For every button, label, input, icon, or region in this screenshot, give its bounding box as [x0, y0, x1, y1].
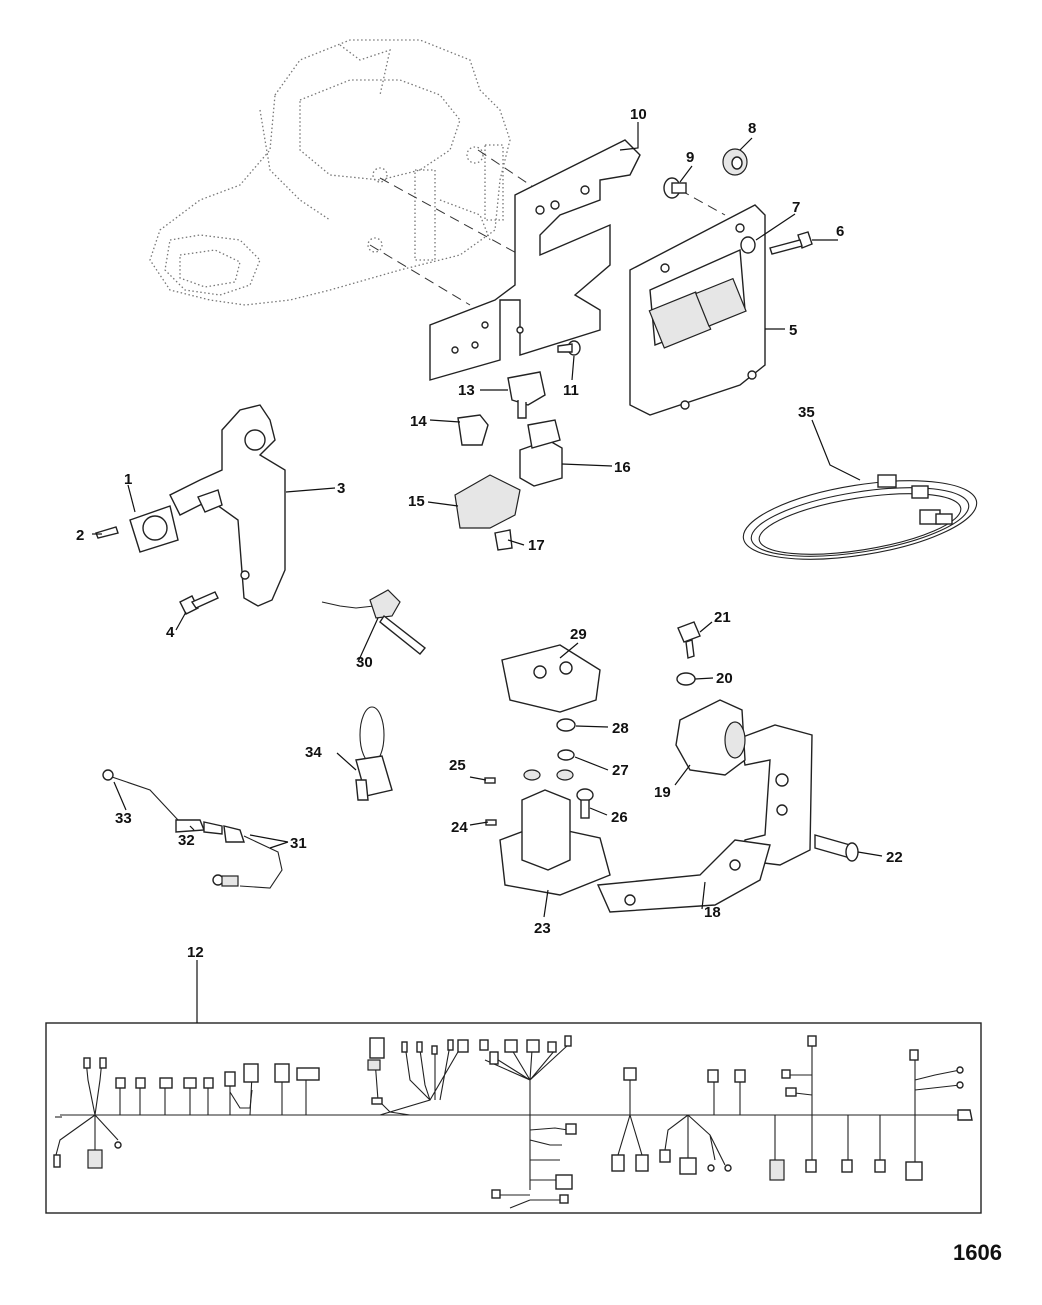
callout-9: 9 [686, 149, 694, 166]
cap-29 [501, 644, 601, 713]
solenoid-base-23 [499, 769, 611, 896]
callout-15: 15 [408, 493, 425, 510]
callout-22: 22 [886, 849, 903, 866]
callout-27: 27 [612, 762, 629, 779]
sensor-30 [321, 589, 427, 655]
callout-32: 32 [178, 832, 195, 849]
callout-26: 26 [611, 809, 628, 826]
engine-block-outline [149, 39, 511, 306]
callout-28: 28 [612, 720, 629, 737]
screw-2 [95, 526, 119, 539]
callout-16: 16 [614, 459, 631, 476]
spacer-9 [663, 177, 687, 199]
figure-number: 1606 [953, 1240, 1002, 1265]
callout-30: 30 [356, 654, 373, 671]
ecm-module [629, 204, 766, 416]
bolt-22 [814, 834, 859, 862]
callout-7: 7 [792, 199, 800, 216]
callout-2: 2 [76, 527, 84, 544]
washer-27 [557, 749, 575, 761]
callout-35: 35 [798, 404, 815, 421]
callout-29: 29 [570, 626, 587, 643]
callout-10: 10 [630, 106, 647, 123]
callout-19: 19 [654, 784, 671, 801]
callout-17: 17 [528, 537, 545, 554]
callout-8: 8 [748, 120, 756, 137]
nut-21 [677, 621, 701, 659]
callout-24: 24 [451, 819, 468, 836]
callout-12: 12 [187, 944, 204, 961]
wire-31 [212, 825, 283, 889]
harness-coil-35 [742, 474, 978, 560]
callout-5: 5 [789, 322, 797, 339]
relay-16 [519, 419, 563, 487]
callout-labels: 10 9 8 7 6 5 11 13 14 35 16 3 1 15 2 17 … [76, 106, 903, 961]
callout-13: 13 [458, 382, 475, 399]
screw-11 [557, 340, 581, 356]
callout-23: 23 [534, 920, 551, 937]
callout-14: 14 [410, 413, 427, 430]
jumper-loop-34 [355, 706, 393, 801]
mounting-bracket [429, 139, 641, 381]
washer-7 [740, 236, 756, 254]
callout-20: 20 [716, 670, 733, 687]
callout-6: 6 [836, 223, 844, 240]
callout-21: 21 [714, 609, 731, 626]
wiring-harness-12 [45, 1022, 982, 1214]
pin-25 [484, 777, 496, 784]
callout-4: 4 [166, 624, 175, 641]
callout-33: 33 [115, 810, 132, 827]
fuse-17 [494, 529, 513, 551]
small-fasteners-upper [557, 148, 813, 356]
callout-11: 11 [563, 382, 579, 399]
solenoid-assembly [484, 621, 859, 913]
clamp-1 [129, 505, 179, 553]
callout-31: 31 [290, 835, 307, 852]
fuse-cover-15 [454, 474, 521, 529]
washer-20 [676, 672, 696, 686]
bolt-6 [769, 231, 813, 255]
fuse-14 [457, 414, 489, 446]
grommet-8 [722, 148, 748, 176]
relay-fuse-components [454, 371, 563, 551]
screw-26 [576, 788, 594, 819]
bolt-4 [179, 591, 219, 615]
callout-18: 18 [704, 904, 721, 921]
harness-pieces-31-34 [102, 706, 393, 889]
callout-1: 1 [124, 471, 132, 488]
ground-wire-33 [102, 769, 179, 821]
fuse-holder-13 [507, 371, 546, 419]
callout-25: 25 [449, 757, 466, 774]
callout-34: 34 [305, 744, 322, 761]
left-bracket-assembly [95, 404, 286, 615]
nut-28 [556, 718, 576, 732]
leader-lines [92, 122, 883, 1023]
callout-3: 3 [337, 480, 345, 497]
